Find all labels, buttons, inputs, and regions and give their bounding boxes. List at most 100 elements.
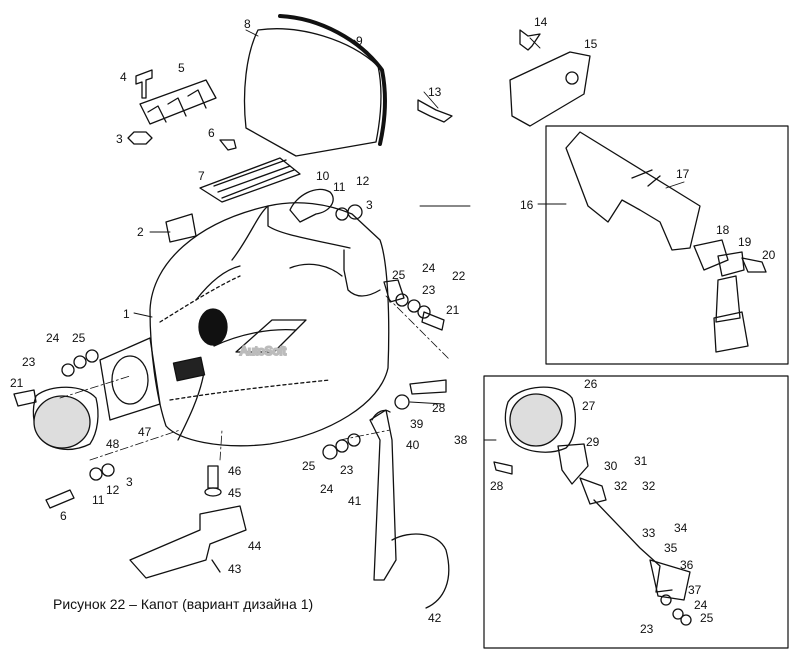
callout-label: 25	[72, 331, 86, 345]
washer-center-3	[347, 433, 361, 447]
clip-part	[417, 99, 453, 123]
callout-label: 36	[680, 558, 694, 572]
callout-label: 3	[126, 475, 133, 489]
hood-air-intake	[198, 308, 228, 346]
callout-label: 27	[582, 399, 596, 413]
callout-label: 8	[244, 17, 251, 31]
washer-left-2	[73, 355, 87, 369]
callout-label: 21	[446, 303, 460, 317]
callout-label: 34	[674, 521, 688, 535]
callout-labels: 1 2 3 4 5 6 7 8 9 10 11 12 3 13 14 15 16…	[10, 15, 776, 636]
wing-nut-part	[519, 29, 541, 51]
bushing-part	[383, 279, 405, 303]
washer-left-3	[85, 349, 99, 363]
callout-label: 47	[138, 425, 152, 439]
callout-label: 25	[700, 611, 714, 625]
vent-grille-mid	[199, 157, 301, 203]
right-headlight	[504, 386, 577, 453]
callout-label: 21	[10, 376, 24, 390]
left-headlight	[32, 386, 99, 450]
callout-label: 9	[356, 34, 363, 48]
callout-label: 45	[228, 486, 242, 500]
windshield	[243, 14, 388, 157]
callout-label: 10	[316, 169, 330, 183]
callout-label: 35	[664, 541, 678, 555]
callout-label: 16	[520, 198, 534, 212]
plate-part	[165, 213, 197, 243]
callout-label: 38	[454, 433, 468, 447]
callout-label: 25	[302, 459, 316, 473]
detail-frame-headlight	[483, 375, 789, 649]
callout-label: 22	[452, 269, 466, 283]
latch-spring	[715, 275, 741, 323]
callout-label: 11	[92, 493, 105, 507]
callout-label: 7	[198, 169, 205, 183]
callout-label: 28	[432, 401, 446, 415]
bracket-rod	[593, 499, 673, 593]
callout-label: 23	[640, 622, 654, 636]
callout-label: 24	[694, 598, 708, 612]
callout-label: 17	[676, 167, 690, 181]
callout-label: 24	[422, 261, 436, 275]
bracket-part	[289, 188, 334, 223]
callout-label: 13	[428, 85, 442, 99]
callout-label: 5	[178, 61, 185, 75]
latch-handle	[713, 311, 749, 353]
callout-label: 11	[333, 180, 346, 194]
bolt-bottom	[45, 489, 75, 509]
callout-label: 26	[584, 377, 598, 391]
washer-45	[204, 487, 222, 497]
watermark: AutoSoft	[240, 344, 287, 358]
callout-label: 6	[208, 126, 215, 140]
callout-label: 4	[120, 70, 127, 84]
callout-label: 23	[340, 463, 354, 477]
washer-39	[394, 394, 410, 410]
hood-body	[149, 202, 390, 447]
spring-pin	[211, 559, 221, 573]
callout-label: 3	[116, 132, 123, 146]
callout-label: 12	[106, 483, 120, 497]
bolt-28	[409, 379, 447, 395]
callout-label: 48	[106, 437, 120, 451]
washer-left-1	[61, 363, 75, 377]
pin-part-46	[207, 465, 219, 489]
washer-center-2	[335, 439, 349, 453]
callout-label: 40	[406, 438, 420, 452]
latch-bracket	[693, 239, 729, 271]
nut-37	[660, 594, 672, 606]
detail-frame-cover	[545, 125, 789, 365]
callout-label: 25	[392, 268, 406, 282]
hood-grille-vent	[172, 356, 206, 382]
headlight-mount	[99, 337, 161, 421]
callout-label: 24	[320, 482, 334, 496]
bolt-right	[421, 311, 445, 331]
screw-part	[135, 69, 153, 99]
headlight-cover	[565, 131, 701, 251]
mounting-arm	[369, 409, 450, 609]
washer-bottom-2	[101, 463, 115, 477]
callout-label: 30	[604, 459, 618, 473]
callout-label: 32	[642, 479, 656, 493]
callout-label: 19	[738, 235, 752, 249]
callout-label: 43	[228, 562, 242, 576]
bolt-left	[13, 389, 37, 407]
washer-right-3	[417, 305, 431, 319]
callout-label: 2	[137, 225, 144, 239]
mount-plate-36	[649, 559, 691, 601]
vent-grille-top	[139, 79, 217, 125]
washer-bottom-1	[89, 467, 103, 481]
callout-label: 3	[366, 198, 373, 212]
mount-plate-part	[509, 51, 591, 127]
washer-center-1	[322, 444, 338, 460]
callout-label: 39	[410, 417, 424, 431]
plate-hole	[565, 71, 579, 85]
callout-label: 29	[586, 435, 600, 449]
callout-label: 28	[490, 479, 504, 493]
callout-label: 18	[716, 223, 730, 237]
nut-part	[127, 131, 153, 145]
callout-label: 14	[534, 15, 548, 29]
bolt-28b	[493, 461, 513, 475]
callout-label: 32	[614, 479, 628, 493]
bracket-clamp	[579, 477, 607, 505]
